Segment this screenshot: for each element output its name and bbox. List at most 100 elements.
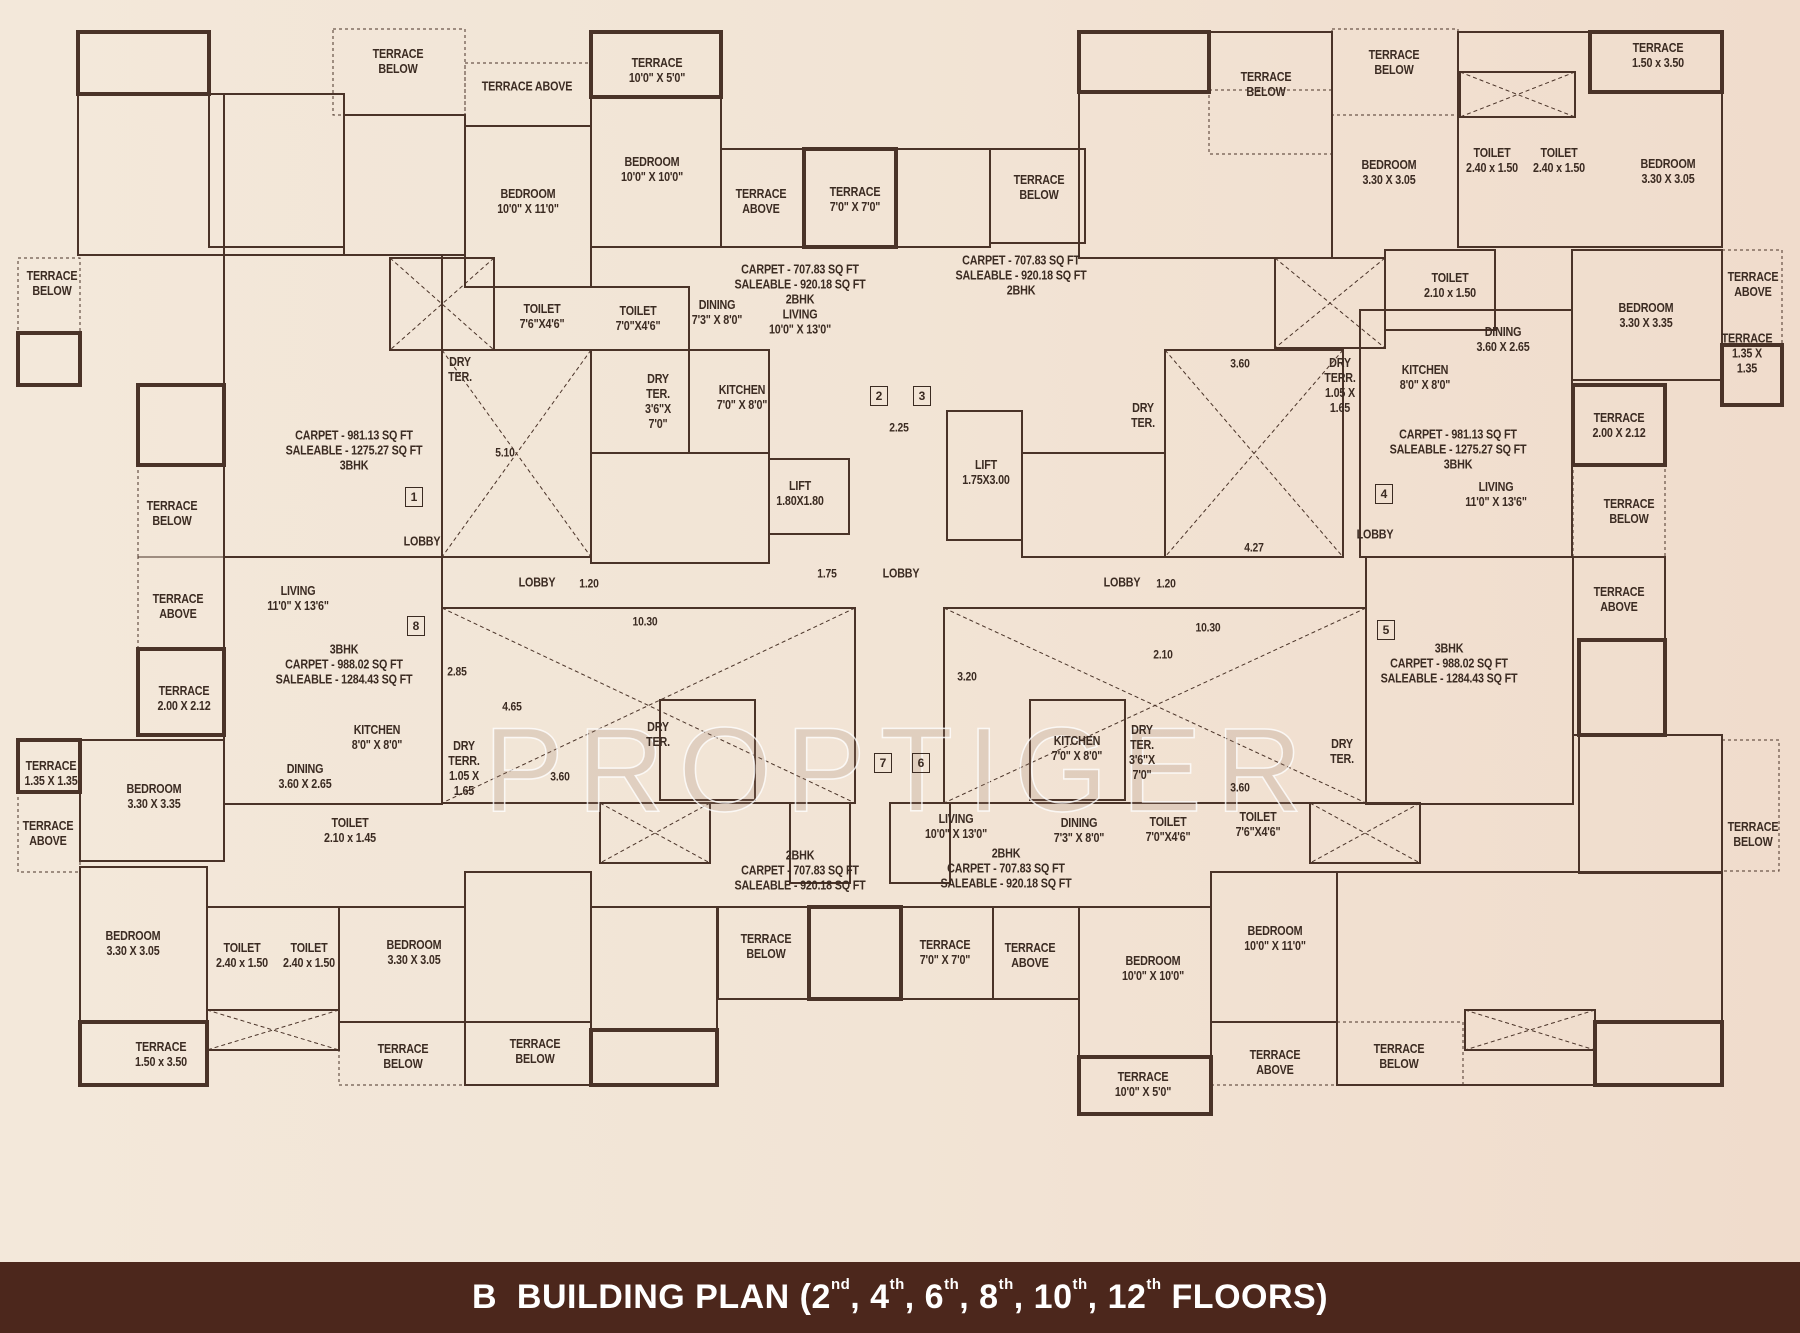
- room-label: TOILET 2.40 x 1.50: [283, 941, 335, 970]
- shaft-outline: [599, 802, 711, 864]
- watermark: PROPTIGER: [483, 702, 1317, 838]
- room-label: DRY TERR. 1.05 X 1.65: [448, 739, 480, 798]
- floor-ordinal-suffix: th: [998, 1276, 1014, 1293]
- room-label: TERRACE 2.00 X 2.12: [1592, 411, 1646, 440]
- terrace-outline-dashed: [1721, 249, 1783, 346]
- room-label: TERRACE 1.35 X 1.35: [24, 759, 78, 788]
- room-label: TOILET 7'0"X4'6": [1145, 815, 1191, 844]
- room-label: BEDROOM 3.30 X 3.35: [1618, 301, 1674, 330]
- room-label: TERRACE BELOW: [740, 932, 792, 961]
- floor-separator: [1162, 1278, 1172, 1316]
- terrace-outline-dashed: [137, 464, 225, 558]
- shaft-cross-line: [441, 607, 856, 804]
- room-wall: [889, 802, 951, 884]
- unit-number-tag: 5: [1377, 620, 1395, 640]
- floor-ordinal-suffix: nd: [830, 1276, 851, 1293]
- dimension-label: 3.60: [550, 769, 570, 784]
- shaft-cross-line: [1459, 71, 1576, 118]
- room-wall: [223, 556, 443, 805]
- terrace-outline-dashed: [1208, 89, 1333, 155]
- room-label: LIFT 1.75X3.00: [962, 458, 1010, 487]
- room-wall: [659, 699, 756, 801]
- shaft-cross-line: [389, 257, 495, 351]
- room-label: TOILET 7'6"X4'6": [1235, 810, 1281, 839]
- room-label: LOBBY: [882, 566, 920, 581]
- room-label: DINING 7'3" X 8'0": [691, 298, 743, 327]
- room-wall: [989, 148, 1086, 244]
- room-label: LIFT 1.80X1.80: [776, 479, 824, 508]
- shaft-outline: [206, 1009, 340, 1051]
- room-label: TERRACE 1.50 x 3.50: [135, 1040, 187, 1069]
- title-floors: 2nd, 4th, 6th, 8th, 10th, 12th: [812, 1276, 1172, 1317]
- room-label: BEDROOM 10'0" X 10'0": [1121, 954, 1185, 983]
- room-label: DRY TER.: [448, 355, 472, 384]
- unit-number-tag: 7: [874, 753, 892, 773]
- floor-separator: ,: [850, 1278, 871, 1316]
- terrace-wall: [78, 1020, 209, 1087]
- terrace-wall: [1571, 383, 1667, 467]
- room-label: LOBBY: [518, 575, 556, 590]
- room-label: TERRACE BELOW: [377, 1042, 429, 1071]
- room-label: TERRACE BELOW: [1727, 820, 1779, 849]
- unit-number-tag: 2: [870, 386, 888, 406]
- room-label: LOBBY: [1103, 575, 1141, 590]
- room-wall: [1572, 556, 1666, 736]
- room-wall: [1578, 734, 1723, 874]
- room-label: 2BHK CARPET - 707.83 SQ FT SALEABLE - 92…: [734, 848, 866, 893]
- room-label: KITCHEN 7'0" X 8'0": [1051, 734, 1103, 763]
- terrace-wall: [807, 905, 903, 1001]
- terrace-wall: [136, 383, 226, 467]
- shaft-outline: [1164, 349, 1344, 558]
- room-label: DINING 3.60 X 2.65: [278, 762, 332, 791]
- terrace-wall: [1593, 1020, 1724, 1087]
- room-label: LIVING 11'0" X 13'6": [267, 584, 329, 613]
- shaft-outline: [1309, 802, 1421, 864]
- room-label: TERRACE 10'0" X 5'0": [1114, 1070, 1172, 1099]
- room-label: 2BHK CARPET - 707.83 SQ FT SALEABLE - 92…: [940, 846, 1072, 891]
- room-label: TERRACE BELOW: [1603, 497, 1655, 526]
- terrace-wall: [16, 331, 82, 387]
- room-label: LIVING 10'0" X 13'0": [924, 812, 988, 841]
- floor-separator: ,: [904, 1278, 925, 1316]
- room-label: TERRACE ABOVE: [481, 79, 573, 94]
- floor-ordinal-suffix: th: [1072, 1276, 1088, 1293]
- room-label: TERRACE ABOVE: [1249, 1048, 1301, 1077]
- room-label: BEDROOM 3.30 X 3.05: [105, 929, 161, 958]
- plan-title-banner: B BUILDING PLAN ( 2nd, 4th, 6th, 8th, 10…: [0, 1262, 1800, 1333]
- terrace-wall: [589, 1028, 719, 1087]
- dimension-label: 3.20: [957, 669, 977, 684]
- room-label: BEDROOM 3.30 X 3.35: [126, 782, 182, 811]
- room-label: CARPET - 981.13 SQ FT SALEABLE - 1275.27…: [1389, 427, 1527, 472]
- room-label: LIVING 11'0" X 13'6": [1465, 480, 1527, 509]
- room-wall: [789, 802, 851, 884]
- dimension-label: 2.85: [447, 664, 467, 679]
- room-label: DRY TER. 3'6"X 7'0": [645, 372, 671, 431]
- floor-number: 10: [1033, 1278, 1073, 1316]
- room-label: TERRACE ABOVE: [1593, 585, 1645, 614]
- dimension-label: 2.10: [1153, 647, 1173, 662]
- room-wall: [895, 148, 991, 248]
- dimension-label: 4.27: [1244, 540, 1264, 555]
- room-label: TERRACE ABOVE: [22, 819, 74, 848]
- room-label: BEDROOM 3.30 X 3.05: [386, 938, 442, 967]
- room-label: TERRACE BELOW: [1373, 1042, 1425, 1071]
- dimension-label: 2.25: [889, 420, 909, 435]
- room-label: TERRACE BELOW: [1240, 70, 1292, 99]
- room-wall: [688, 349, 770, 454]
- room-label: TERRACE BELOW: [372, 47, 424, 76]
- terrace-outline-dashed: [1331, 28, 1459, 116]
- room-label: TERRACE 7'0" X 7'0": [919, 938, 971, 967]
- room-label: CARPET - 707.83 SQ FT SALEABLE - 920.18 …: [734, 262, 866, 337]
- shaft-outline: [1459, 71, 1576, 118]
- title-suffix: FLOORS): [1171, 1278, 1329, 1316]
- room-wall: [1571, 249, 1723, 381]
- room-label: TOILET 2.40 x 1.50: [1533, 146, 1585, 175]
- room-label: TERRACE ABOVE: [152, 592, 204, 621]
- room-label: DRY TER. 3'6"X 7'0": [1129, 723, 1155, 782]
- room-label: TERRACE 2.00 X 2.12: [157, 684, 211, 713]
- room-wall: [1384, 249, 1496, 331]
- room-label: KITCHEN 7'0" X 8'0": [716, 383, 768, 412]
- room-label: BEDROOM 10'0" X 11'0": [497, 187, 559, 216]
- floor-ordinal-suffix: th: [944, 1276, 960, 1293]
- room-wall: [1078, 31, 1333, 259]
